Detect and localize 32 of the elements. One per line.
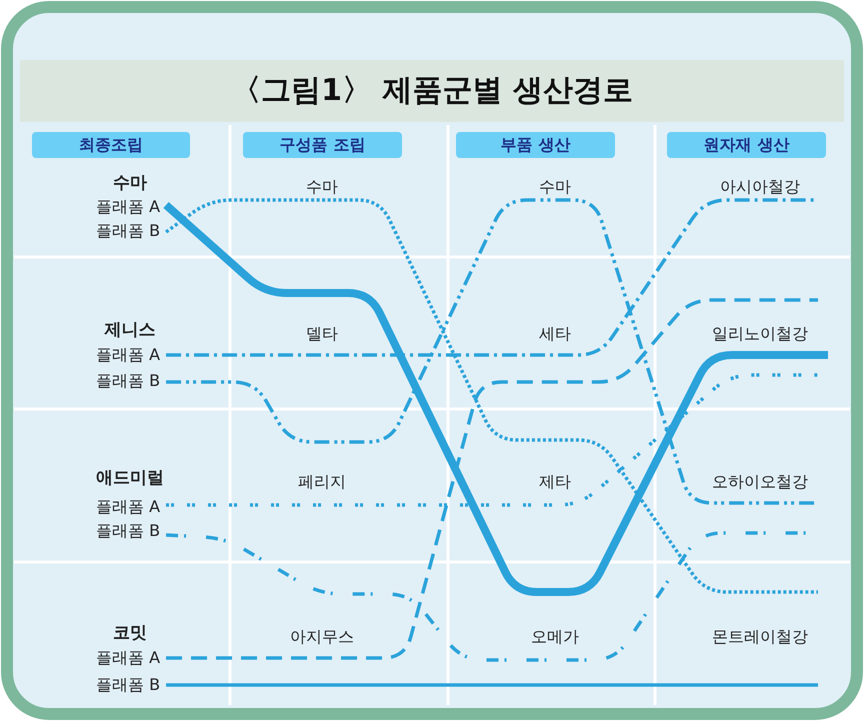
column-header: 구성품 조립 [243, 132, 402, 158]
company-name: 제니스 [104, 320, 156, 340]
company-name: 수마 [113, 173, 147, 193]
facility-label: 수마 [539, 177, 571, 197]
route-line [166, 298, 818, 660]
facility-label: 오하이오철강 [712, 472, 808, 492]
title: 〈그림1〉 제품군별 생산경로 [230, 72, 634, 110]
route-line [166, 683, 818, 687]
facility-label: 오메가 [531, 627, 579, 647]
platform-label: 플래폼 B [96, 221, 160, 241]
facility-label: 일리노이철강 [712, 324, 808, 344]
column-header: 원자재 생산 [667, 132, 826, 158]
route-line [166, 373, 818, 507]
facility-label: 수마 [306, 177, 338, 197]
platform-label: 플래폼 B [96, 675, 160, 695]
platform-label: 플래폼 A [96, 197, 160, 217]
facility-label: 페리지 [298, 472, 346, 492]
company-name: 코밋 [113, 623, 147, 643]
platform-label: 플래폼 A [96, 648, 160, 668]
platform-label: 플래폼 A [96, 345, 160, 365]
column-header: 부품 생산 [456, 132, 615, 158]
facility-label: 몬트레이철강 [712, 627, 808, 647]
platform-label: 플래폼 B [96, 521, 160, 541]
platform-label: 플래폼 B [96, 371, 160, 391]
column-header: 최종조립 [32, 132, 190, 158]
company-name: 애드미럴 [96, 468, 164, 488]
facility-label: 아시아철강 [720, 177, 800, 197]
platform-label: 플래폼 A [96, 497, 160, 517]
facility-label: 세타 [539, 324, 571, 344]
facility-label: 아지무스 [290, 627, 354, 647]
facility-label: 델타 [306, 324, 338, 344]
facility-label: 제타 [539, 472, 571, 492]
